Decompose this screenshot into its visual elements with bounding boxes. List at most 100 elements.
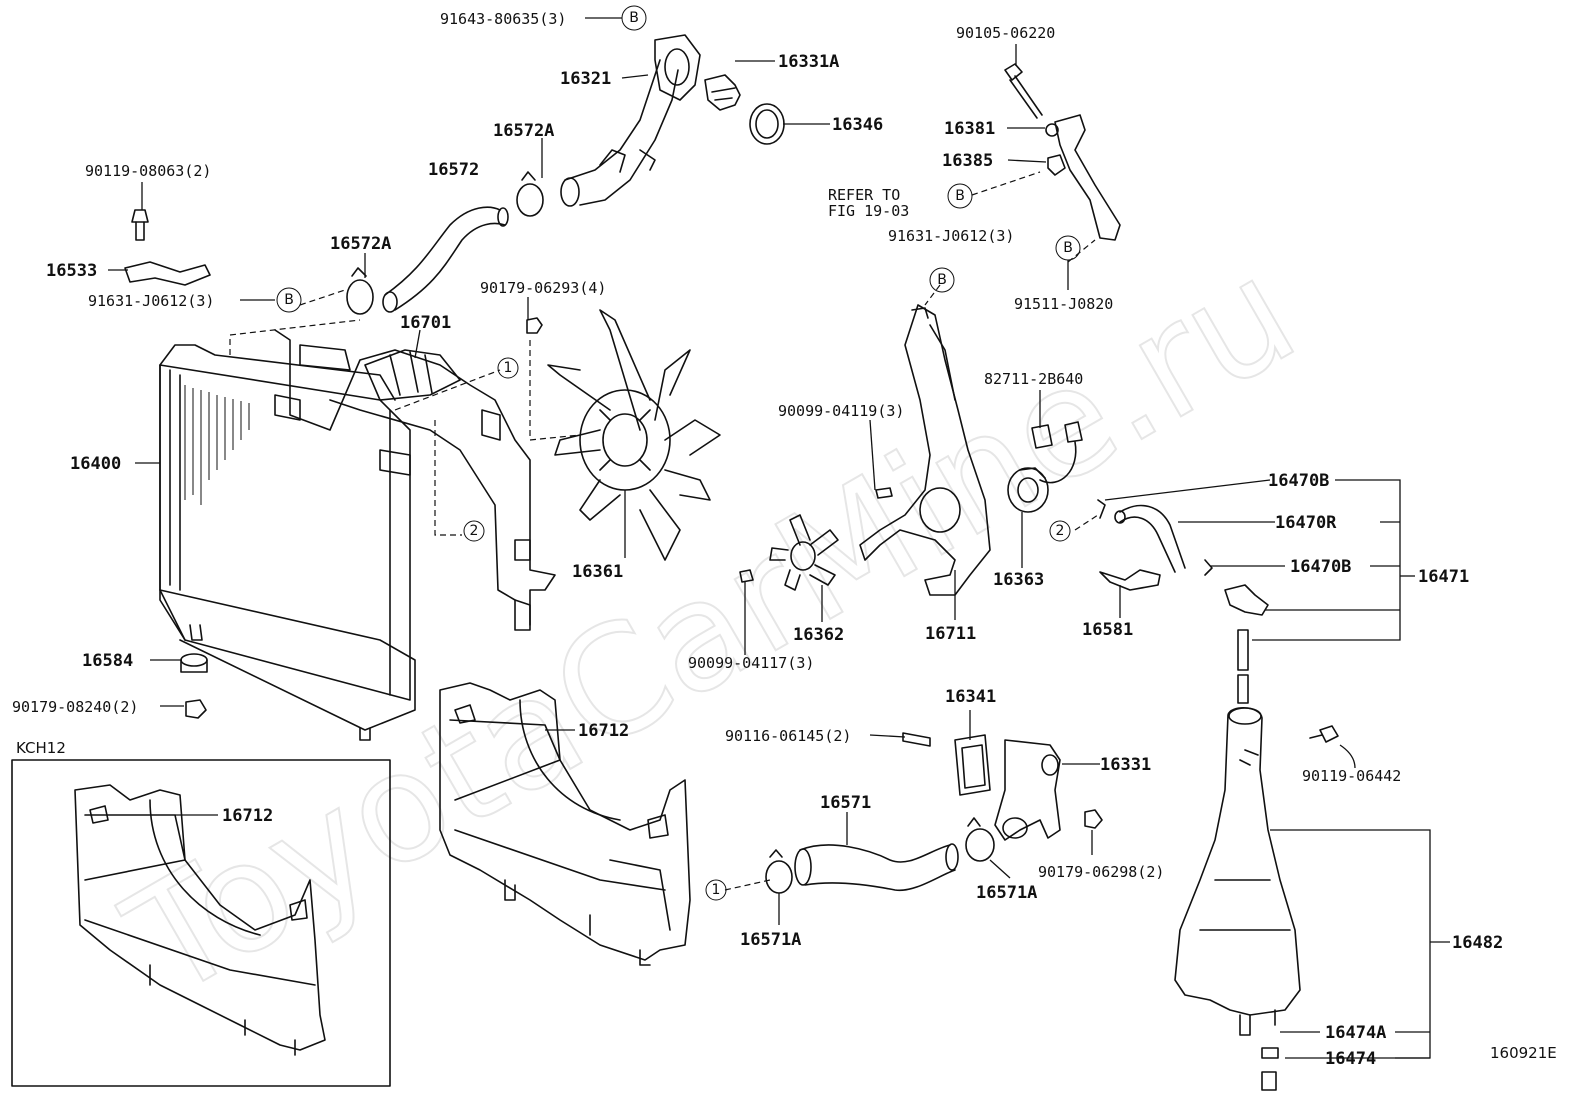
- thermostat-drawing[interactable]: [704, 74, 741, 111]
- refer-note-line1: REFER TO: [828, 186, 900, 204]
- svg-text:1: 1: [504, 360, 513, 376]
- fan-shroud-drawing[interactable]: [274, 329, 556, 631]
- label-16482[interactable]: 16482: [1452, 933, 1503, 953]
- label-16712-inset[interactable]: 16712: [222, 806, 273, 826]
- label-90099-04117[interactable]: 90099-04117(3): [688, 654, 814, 672]
- ref-circle-1-a: 1: [497, 357, 519, 379]
- label-16712-main[interactable]: 16712: [578, 721, 629, 741]
- label-91631-J0612-right[interactable]: 91631-J0612(3): [888, 227, 1014, 245]
- leader-lines: [108, 17, 1450, 1059]
- label-91631-J0612-left[interactable]: 91631-J0612(3): [88, 292, 214, 310]
- label-91643-80635[interactable]: 91643-80635(3): [440, 10, 566, 28]
- screw-90099-04117[interactable]: [739, 569, 754, 583]
- svg-text:B: B: [955, 188, 965, 204]
- label-16470B-top[interactable]: 16470B: [1268, 471, 1329, 491]
- ref-circle-b-3: B: [947, 183, 973, 209]
- gasket-ring-drawing[interactable]: [749, 103, 785, 145]
- label-16474A[interactable]: 16474A: [1325, 1023, 1386, 1043]
- clamp-16474A[interactable]: [1261, 1047, 1279, 1059]
- stud-bolt-90116-06145[interactable]: [902, 732, 931, 747]
- radiator-drawing[interactable]: [159, 344, 416, 741]
- label-90119-06442[interactable]: 90119-06442: [1302, 767, 1401, 785]
- label-90116-06145[interactable]: 90116-06145(2): [725, 727, 851, 745]
- label-16362[interactable]: 16362: [793, 625, 844, 645]
- label-16346[interactable]: 16346: [832, 115, 883, 135]
- bolt-90105-06220[interactable]: [1004, 63, 1043, 119]
- label-16381[interactable]: 16381: [944, 119, 995, 139]
- nut-90179-06293[interactable]: [526, 317, 543, 334]
- hose-clamp-upper[interactable]: [516, 171, 544, 217]
- label-16321[interactable]: 16321: [560, 69, 611, 89]
- ref-circle-b-1: B: [621, 5, 647, 31]
- label-16361[interactable]: 16361: [572, 562, 623, 582]
- hose-clamp-lower[interactable]: [346, 267, 374, 315]
- label-90105-06220[interactable]: 90105-06220: [956, 24, 1055, 42]
- gasket-16341-drawing[interactable]: [954, 734, 991, 796]
- label-16470B-bottom[interactable]: 16470B: [1290, 557, 1351, 577]
- label-16341[interactable]: 16341: [945, 687, 996, 707]
- label-82711-2B640[interactable]: 82711-2B640: [984, 370, 1083, 388]
- label-16572[interactable]: 16572: [428, 160, 479, 180]
- label-16363[interactable]: 16363: [993, 570, 1044, 590]
- ref-circle-2-a: 2: [463, 520, 485, 542]
- ref-circle-b-4: B: [929, 267, 955, 293]
- label-90179-06298[interactable]: 90179-06298(2): [1038, 863, 1164, 881]
- label-16533[interactable]: 16533: [46, 261, 97, 281]
- label-90119-08063[interactable]: 90119-08063(2): [85, 162, 211, 180]
- ref-circle-b-2: B: [276, 287, 302, 313]
- small-fan-16362-drawing[interactable]: [769, 514, 839, 591]
- label-16474[interactable]: 16474: [1325, 1049, 1376, 1069]
- label-16400[interactable]: 16400: [70, 454, 121, 474]
- label-16571A-left[interactable]: 16571A: [740, 930, 801, 950]
- label-16571A-right[interactable]: 16571A: [976, 883, 1037, 903]
- water-outlet-16331-drawing[interactable]: [994, 739, 1061, 841]
- bolt-90119-08063[interactable]: [131, 209, 149, 241]
- bumper-16584[interactable]: [180, 653, 208, 673]
- hose-clamp-16571A-right[interactable]: [965, 817, 995, 862]
- fan-motor-16363-drawing[interactable]: [1007, 467, 1049, 513]
- label-90179-06293[interactable]: 90179-06293(4): [480, 279, 606, 297]
- nut-90179-06298[interactable]: [1084, 809, 1103, 829]
- svg-text:B: B: [284, 292, 294, 308]
- label-16331[interactable]: 16331: [1100, 755, 1151, 775]
- label-16331A[interactable]: 16331A: [778, 52, 839, 72]
- reservoir-tank-drawing[interactable]: [1174, 707, 1301, 1036]
- water-inlet-drawing[interactable]: [560, 34, 701, 207]
- label-16470R[interactable]: 16470R: [1275, 513, 1337, 533]
- label-16584[interactable]: 16584: [82, 651, 133, 671]
- fan-motor-bracket-drawing[interactable]: [859, 304, 991, 596]
- cap-16474[interactable]: [1261, 1071, 1277, 1091]
- inset-title: KCH12: [16, 739, 66, 757]
- label-16471[interactable]: 16471: [1418, 567, 1469, 587]
- lower-shroud-main-drawing[interactable]: [439, 682, 691, 966]
- screw-90099-04119[interactable]: [875, 487, 893, 499]
- lower-hose-drawing[interactable]: [794, 843, 959, 892]
- label-16385[interactable]: 16385: [942, 151, 993, 171]
- label-16701[interactable]: 16701: [400, 313, 451, 333]
- bracket-16381-drawing[interactable]: [1045, 114, 1121, 241]
- connector-82711-drawing[interactable]: [1031, 421, 1083, 484]
- label-91511-J0820[interactable]: 91511-J0820: [1014, 295, 1113, 313]
- ref-circle-1-b: 1: [705, 879, 727, 901]
- ref-circle-b-5: B: [1055, 235, 1081, 261]
- label-90179-08240[interactable]: 90179-08240(2): [12, 698, 138, 716]
- svg-text:B: B: [1063, 240, 1073, 256]
- nut-90179-08240[interactable]: [185, 699, 207, 719]
- label-16572A-mid[interactable]: 16572A: [330, 234, 391, 254]
- reservoir-hose-drawing[interactable]: [1097, 499, 1213, 591]
- reservoir-bolt-90119-06442[interactable]: [1309, 725, 1339, 743]
- ref-circle-2-b: 2: [1049, 520, 1071, 542]
- label-16572A-top[interactable]: 16572A: [493, 121, 554, 141]
- lower-shroud-inset-drawing[interactable]: [74, 784, 326, 1056]
- inset-box: [11, 759, 391, 1087]
- label-16711[interactable]: 16711: [925, 624, 976, 644]
- label-16571[interactable]: 16571: [820, 793, 871, 813]
- upper-hose-drawing[interactable]: [382, 206, 509, 313]
- hose-clamp-16571A-left[interactable]: [765, 849, 793, 894]
- label-90099-04119[interactable]: 90099-04119(3): [778, 402, 904, 420]
- clip-16533-drawing[interactable]: [124, 261, 211, 286]
- reservoir-cap-drawing[interactable]: [1224, 584, 1269, 704]
- fan-blades-drawing[interactable]: [547, 309, 721, 561]
- label-16581[interactable]: 16581: [1082, 620, 1133, 640]
